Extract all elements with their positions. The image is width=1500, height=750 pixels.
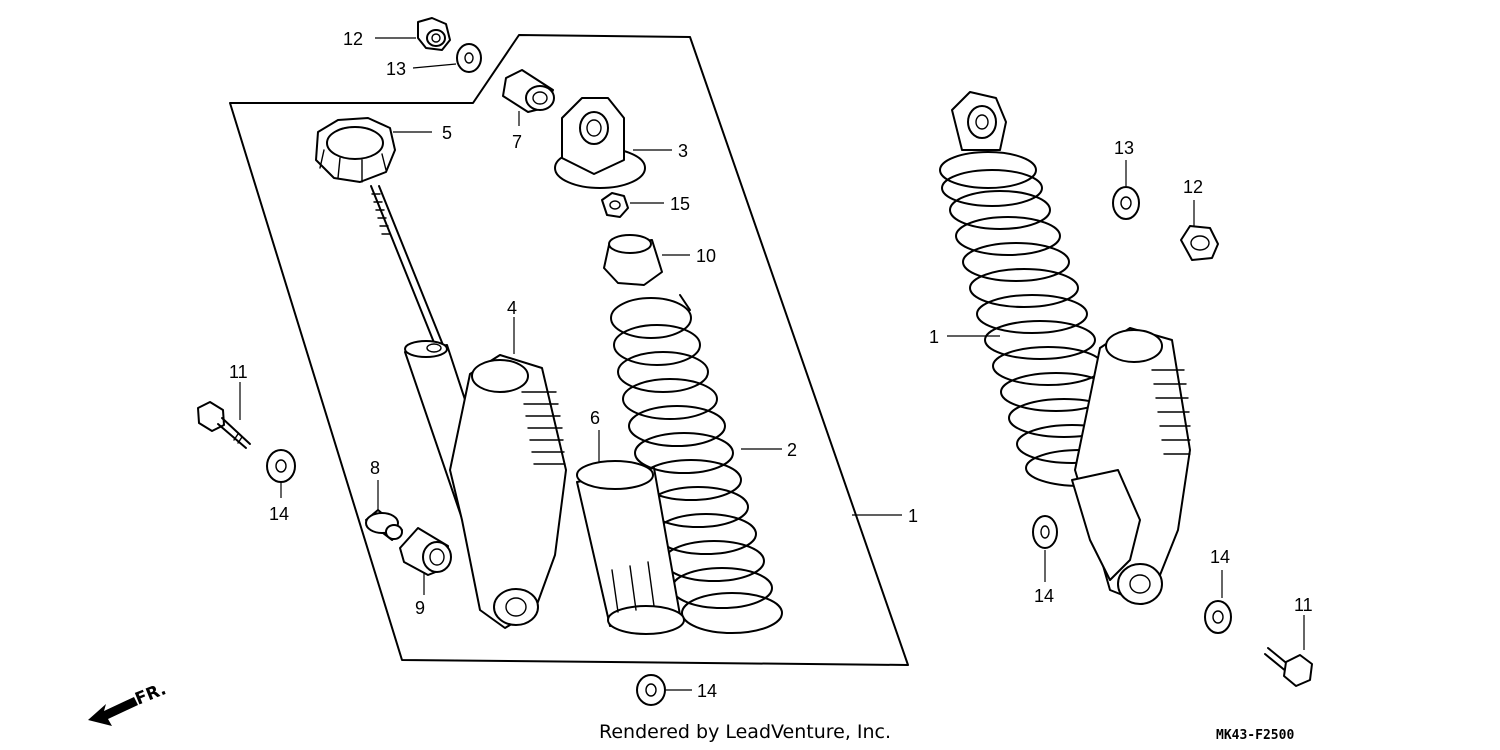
arrow-left-down-icon: [88, 697, 138, 726]
collar-part-8[interactable]: [365, 509, 403, 541]
callout-6: 6: [590, 408, 600, 428]
callout-14-right: 14: [1210, 547, 1230, 567]
washer-part-14-right[interactable]: [1204, 600, 1232, 634]
callout-15: 15: [670, 194, 690, 214]
cap-nut-part-12[interactable]: [417, 17, 451, 51]
callout-13-right: 13: [1114, 138, 1134, 158]
assembly-frame: [229, 34, 909, 666]
callout-14-right-mid: 14: [1034, 586, 1054, 606]
callout-4: 4: [507, 298, 517, 318]
upper-mount-part-3[interactable]: [554, 97, 646, 189]
callout-8: 8: [370, 458, 380, 478]
callout-12-left: 12: [343, 29, 363, 49]
callout-11-left: 11: [229, 362, 248, 382]
callout-12-right: 12: [1183, 177, 1203, 197]
spring-guide-part-6[interactable]: [576, 460, 685, 635]
callout-5: 5: [442, 123, 452, 143]
nut-part-15[interactable]: [601, 192, 629, 218]
shock-absorber-assembly-right[interactable]: [939, 91, 1191, 605]
washer-part-14-left[interactable]: [266, 449, 296, 483]
callout-1-right: 1: [929, 327, 939, 347]
washer-part-14-bottom[interactable]: [636, 674, 666, 706]
bump-rubber-part-10[interactable]: [603, 234, 663, 286]
reservoir-part-4[interactable]: [449, 354, 567, 629]
callout-13-left: 13: [386, 59, 406, 79]
washer-part-13[interactable]: [456, 43, 482, 73]
bolt-part-11-left[interactable]: [197, 401, 251, 449]
bushing-part-7[interactable]: [502, 69, 555, 113]
credit-text: Rendered by LeadVenture, Inc.: [599, 721, 891, 743]
front-marker-label: FR.: [132, 679, 169, 709]
callout-7: 7: [512, 132, 522, 152]
bolt-part-11-right[interactable]: [1264, 647, 1313, 687]
callout-1-frame: 1: [908, 506, 918, 526]
callout-11-right: 11: [1294, 595, 1313, 615]
cap-nut-part-12-right[interactable]: [1180, 225, 1219, 261]
callout-10: 10: [696, 246, 716, 266]
callout-14-left: 14: [269, 504, 289, 524]
callout-14-bottom: 14: [697, 681, 717, 701]
adjuster-ring-part-5[interactable]: [315, 117, 396, 183]
washer-part-14-right-mid[interactable]: [1032, 515, 1058, 549]
callout-9: 9: [415, 598, 425, 618]
callout-3: 3: [678, 141, 688, 161]
washer-part-13-right[interactable]: [1112, 186, 1140, 220]
callout-2: 2: [787, 440, 797, 460]
diagram-code: MK43-F2500: [1216, 728, 1294, 743]
bushing-part-9[interactable]: [399, 527, 452, 576]
